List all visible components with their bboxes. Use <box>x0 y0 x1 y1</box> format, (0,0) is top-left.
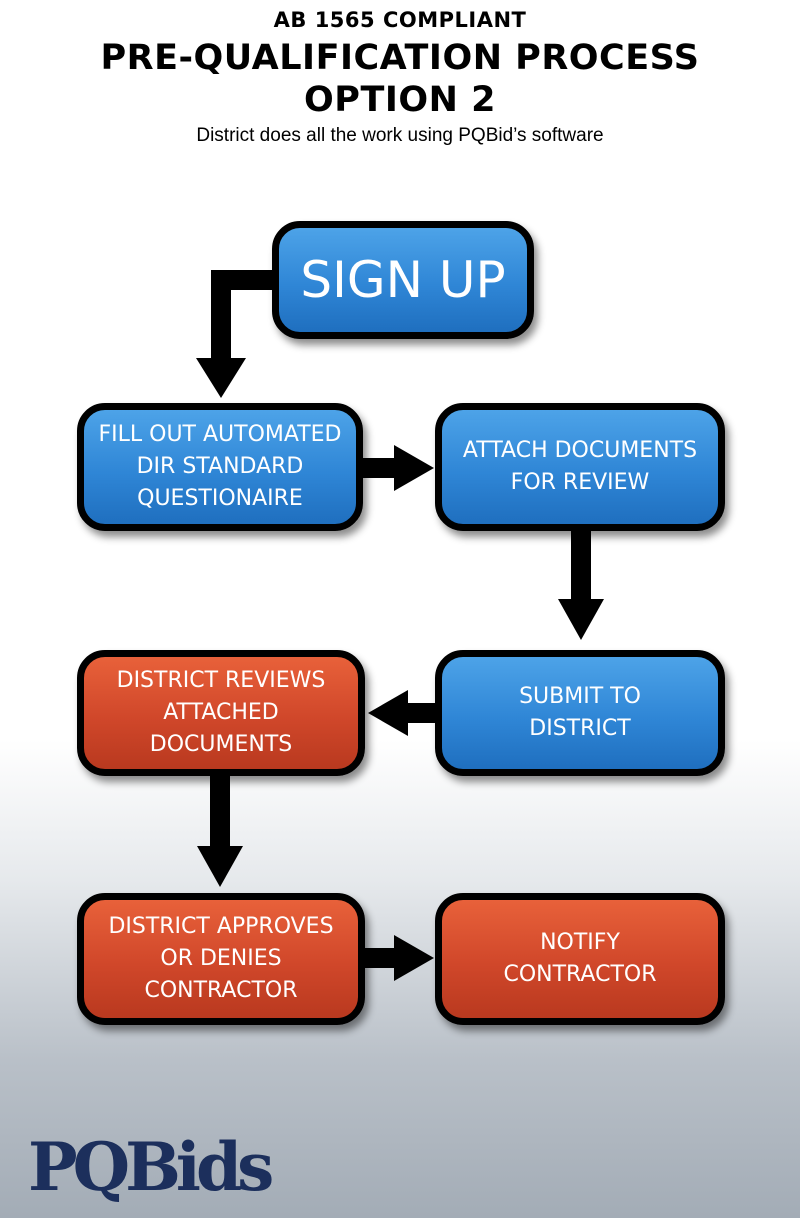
arrow-submit-to-reviews <box>406 703 442 723</box>
arrow-head-submit-to-reviews <box>368 690 408 736</box>
arrow-approves-to-notify <box>358 948 396 968</box>
step-attach-documents: ATTACH DOCUMENTS FOR REVIEW <box>435 403 725 531</box>
step-label-line: DISTRICT REVIEWS <box>116 668 326 693</box>
arrow-head-approves-to-notify <box>394 935 434 981</box>
step-label-line: OR DENIES <box>160 946 282 971</box>
arrow-fillout-to-attach <box>360 458 396 478</box>
step-label-line: SUBMIT TO <box>519 684 641 709</box>
step-label-line: FOR REVIEW <box>510 470 650 495</box>
page-title-option: OPTION 2 <box>304 80 496 120</box>
step-label-line: DISTRICT APPROVES <box>108 914 334 939</box>
arrow-attach-to-submit <box>571 527 591 601</box>
step-label-line: CONTRACTOR <box>144 978 298 1003</box>
step-label-line: NOTIFY <box>540 930 620 955</box>
step-label-line: ATTACH DOCUMENTS <box>462 438 698 463</box>
step-notify-contractor: NOTIFY CONTRACTOR <box>435 893 725 1025</box>
step-submit-to-district: SUBMIT TO DISTRICT <box>435 650 725 776</box>
arrow-head-fillout-to-attach <box>394 445 434 491</box>
pqbids-logo: PQBids <box>28 1128 274 1206</box>
step-sign-up: SIGN UP <box>272 221 534 339</box>
arrow-signup-to-fillout <box>211 270 280 360</box>
page-subtitle: District does all the work using PQBid’s… <box>196 125 604 146</box>
step-district-approves: DISTRICT APPROVES OR DENIES CONTRACTOR <box>77 893 365 1025</box>
step-label-line: ATTACHED <box>163 700 279 725</box>
step-label-line: QUESTIONAIRE <box>137 486 303 511</box>
page-title: PRE-QUALIFICATION PROCESS <box>100 38 700 78</box>
step-fill-out-questionnaire: FILL OUT AUTOMATED DIR STANDARD QUESTION… <box>77 403 363 531</box>
step-label-line: CONTRACTOR <box>503 962 657 987</box>
step-sign-up-label: SIGN UP <box>300 251 506 309</box>
step-district-reviews: DISTRICT REVIEWS ATTACHED DOCUMENTS <box>77 650 365 776</box>
step-label-line: FILL OUT AUTOMATED <box>98 422 342 447</box>
arrow-reviews-to-approves <box>210 772 230 848</box>
compliance-kicker: AB 1565 COMPLIANT <box>273 8 527 32</box>
step-label-line: DOCUMENTS <box>149 732 293 757</box>
arrow-head-signup-to-fillout <box>196 358 246 398</box>
step-label-line: DIR STANDARD <box>136 454 304 479</box>
step-label-line: DISTRICT <box>529 716 631 741</box>
arrow-head-attach-to-submit <box>558 599 604 640</box>
arrow-head-reviews-to-approves <box>197 846 243 887</box>
